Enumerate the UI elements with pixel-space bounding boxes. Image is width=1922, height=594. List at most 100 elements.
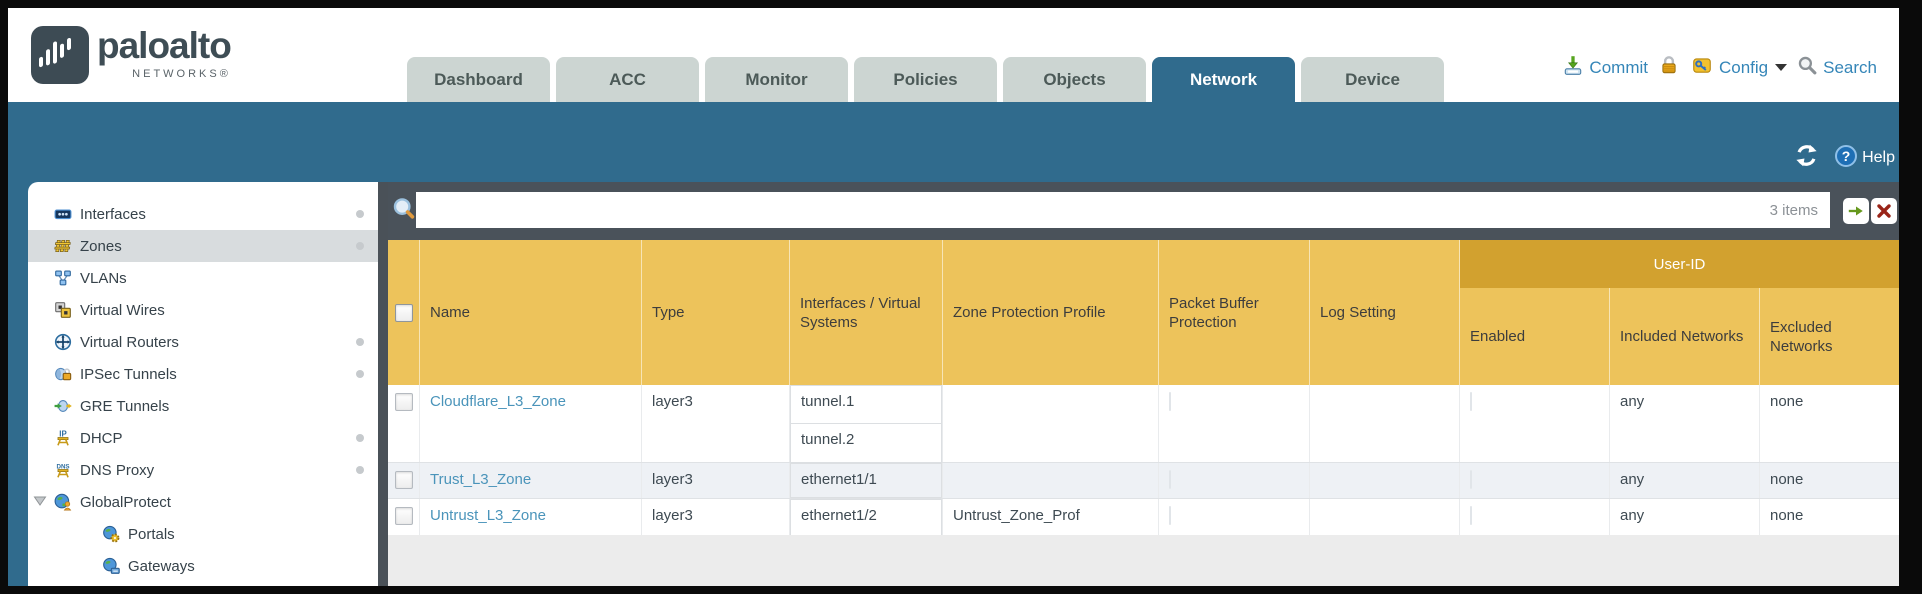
main-tabs: Dashboard ACC Monitor Policies Objects N… xyxy=(407,57,1444,102)
status-dot xyxy=(356,242,364,250)
status-dot xyxy=(356,466,364,474)
included-networks: any xyxy=(1610,463,1760,498)
user-id-enabled-checkbox xyxy=(1470,392,1472,411)
sidebar-item-zones[interactable]: Zones xyxy=(28,230,378,262)
svg-text:IP: IP xyxy=(59,429,66,438)
packet-buffer-protection-cell xyxy=(1159,385,1310,462)
tab-objects[interactable]: Objects xyxy=(1003,57,1146,102)
row-checkbox[interactable] xyxy=(394,393,413,411)
portals-icon xyxy=(102,525,120,543)
sidebar-item-portals[interactable]: Portals xyxy=(28,518,378,550)
network-sidebar: Interfaces xyxy=(28,182,378,586)
ipsec-tunnels-icon xyxy=(54,365,72,383)
user-id-enabled-cell xyxy=(1460,385,1610,462)
zones-table-header: Name Type Interfaces / Virtual Systems Z… xyxy=(388,240,1899,385)
zone-name-link[interactable]: Cloudflare_L3_Zone xyxy=(430,393,566,410)
packet-buffer-protection-cell xyxy=(1159,499,1310,537)
zones-icon xyxy=(54,237,72,255)
select-all-checkbox-cell xyxy=(388,240,420,385)
user-id-column-group: User-ID Enabled Included Networks Exclud… xyxy=(1460,240,1899,385)
column-header-name[interactable]: Name xyxy=(420,240,642,385)
packet-buffer-checkbox xyxy=(1169,392,1171,411)
select-all-checkbox[interactable] xyxy=(394,303,413,322)
gateways-icon xyxy=(102,557,120,575)
tab-policies[interactable]: Policies xyxy=(854,57,997,102)
user-id-enabled-checkbox xyxy=(1470,470,1472,489)
help-button[interactable]: ? Help xyxy=(1834,144,1895,173)
zone-interfaces-cell: ethernet1/1 xyxy=(790,463,943,498)
included-networks: any xyxy=(1610,385,1760,462)
gre-tunnels-icon xyxy=(54,397,72,415)
tab-device[interactable]: Device xyxy=(1301,57,1444,102)
commit-icon xyxy=(1562,54,1584,81)
expander-triangle-icon[interactable] xyxy=(32,493,50,511)
column-header-packet-buffer-protection[interactable]: Packet Buffer Protection xyxy=(1159,240,1310,385)
sidebar-item-gre-tunnels[interactable]: GRE Tunnels xyxy=(28,390,378,422)
refresh-icon[interactable] xyxy=(1793,142,1820,174)
status-dot xyxy=(356,210,364,218)
config-menu[interactable]: Config xyxy=(1690,54,1788,81)
column-header-type[interactable]: Type xyxy=(642,240,790,385)
zone-type: layer3 xyxy=(642,385,790,462)
commit-button[interactable]: Commit xyxy=(1562,54,1648,81)
sidebar-item-virtual-routers[interactable]: Virtual Routers xyxy=(28,326,378,358)
excluded-networks: none xyxy=(1770,471,1804,488)
column-header-enabled[interactable]: Enabled xyxy=(1460,288,1610,385)
config-icon xyxy=(1690,54,1714,81)
excluded-networks: none xyxy=(1770,393,1804,410)
row-checkbox[interactable] xyxy=(394,471,413,489)
tab-network[interactable]: Network xyxy=(1152,57,1295,102)
status-dot xyxy=(356,370,364,378)
filter-input[interactable] xyxy=(416,192,1830,228)
user-id-enabled-cell xyxy=(1460,463,1610,498)
excluded-networks: none xyxy=(1770,507,1804,524)
zone-interfaces-cell: tunnel.1 tunnel.2 xyxy=(790,385,943,463)
teal-band: ? Help xyxy=(8,102,1899,182)
interface-item: ethernet1/2 xyxy=(790,499,942,537)
sidebar-item-gateways[interactable]: Gateways xyxy=(28,550,378,582)
sidebar-item-virtual-wires[interactable]: Virtual Wires xyxy=(28,294,378,326)
dhcp-icon: IP xyxy=(54,429,72,447)
column-header-included-networks[interactable]: Included Networks xyxy=(1610,288,1760,385)
zone-name-link[interactable]: Trust_L3_Zone xyxy=(430,471,532,488)
packet-buffer-checkbox xyxy=(1169,506,1171,525)
global-search[interactable]: Search xyxy=(1797,55,1877,81)
packet-buffer-protection-cell xyxy=(1159,463,1310,498)
green-arrow-icon xyxy=(1848,206,1863,216)
lock-icon[interactable] xyxy=(1658,54,1680,81)
table-row: Trust_L3_Zone layer3 ethernet1/1 any non… xyxy=(388,463,1899,499)
help-label: Help xyxy=(1862,149,1895,166)
tab-acc[interactable]: ACC xyxy=(556,57,699,102)
sidebar-item-interfaces[interactable]: Interfaces xyxy=(28,198,378,230)
sidebar-item-dns-proxy[interactable]: DNS DNS Proxy xyxy=(28,454,378,486)
tab-dashboard[interactable]: Dashboard xyxy=(407,57,550,102)
filter-bar: 3 items xyxy=(388,182,1899,240)
column-header-interfaces[interactable]: Interfaces / Virtual Systems xyxy=(790,240,943,385)
interfaces-icon xyxy=(54,205,72,223)
sidebar-main-divider xyxy=(378,182,388,586)
row-checkbox[interactable] xyxy=(394,507,413,525)
interface-item: tunnel.2 xyxy=(790,424,942,463)
sidebar-item-globalprotect[interactable]: GlobalProtect xyxy=(28,486,378,518)
interface-item: ethernet1/1 xyxy=(790,463,942,498)
sidebar-item-vlans[interactable]: VLANs xyxy=(28,262,378,294)
column-header-log-setting[interactable]: Log Setting xyxy=(1310,240,1460,385)
sidebar-item-dhcp[interactable]: IP DHCP xyxy=(28,422,378,454)
content-area: Interfaces xyxy=(8,182,1899,586)
apply-filter-button[interactable] xyxy=(1843,198,1869,224)
status-dot xyxy=(356,338,364,346)
svg-text:?: ? xyxy=(1842,148,1851,164)
search-icon xyxy=(1797,55,1818,81)
svg-text:DNS: DNS xyxy=(56,463,69,470)
zone-name-link[interactable]: Untrust_L3_Zone xyxy=(430,507,546,524)
clear-filter-button[interactable] xyxy=(1871,198,1897,224)
column-header-excluded-networks[interactable]: Excluded Networks xyxy=(1770,318,1833,355)
sidebar-item-ipsec-tunnels[interactable]: IPSec Tunnels xyxy=(28,358,378,390)
paloalto-logo-icon xyxy=(31,26,89,84)
tab-monitor[interactable]: Monitor xyxy=(705,57,848,102)
filter-search-icon xyxy=(392,197,416,226)
column-header-zone-protection-profile[interactable]: Zone Protection Profile xyxy=(943,240,1159,385)
packet-buffer-checkbox xyxy=(1169,470,1171,489)
dns-proxy-icon: DNS xyxy=(54,461,72,479)
interface-item: tunnel.1 xyxy=(790,385,942,424)
